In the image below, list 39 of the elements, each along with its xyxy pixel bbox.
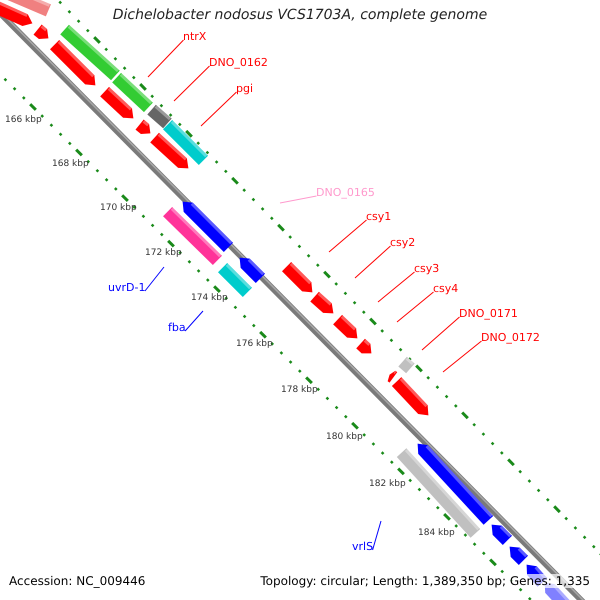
gene-label: ntrX [183, 30, 206, 43]
leader-line [148, 40, 184, 78]
position-label: 166 kbp [5, 115, 42, 126]
leader-line [328, 220, 367, 252]
position-label: 172 kbp [145, 248, 182, 259]
position-label: 178 kbp [281, 385, 318, 396]
leader-line [200, 92, 237, 126]
footer-text: Accession: NC_009446 [9, 574, 146, 588]
position-label: 168 kbp [52, 159, 89, 170]
leader-line [144, 266, 164, 292]
gene-label: csy4 [433, 282, 458, 295]
gene-label: DNO_0171 [459, 307, 518, 320]
gene-label: DNO_0165 [316, 186, 375, 199]
gene-label: uvrD-1 [108, 281, 146, 294]
leader-line [372, 520, 382, 550]
position-label: 170 kbp [100, 203, 137, 214]
position-label: 176 kbp [236, 339, 273, 350]
leader-line [184, 310, 204, 332]
leader-line [378, 272, 415, 302]
footer-text: Topology: circular; Length: 1,389,350 bp; Genes: 1,335 [260, 574, 590, 588]
gene-label: DNO_0172 [481, 331, 540, 344]
gene-label: vrlS [352, 540, 374, 553]
diagram-title: Dichelobacter nodosus VCS1703A, complete genome [112, 7, 488, 23]
gene-label: fba [168, 321, 186, 334]
leader-line [354, 246, 391, 278]
leader-line [174, 66, 210, 102]
gene-label: csy3 [414, 262, 440, 275]
gene-label: pgi [236, 82, 254, 95]
leader-line [442, 340, 482, 372]
gene-label: DNO_0162 [209, 56, 268, 69]
gene-label: csy1 [366, 210, 392, 223]
leader-line [422, 316, 460, 350]
leader-line [396, 292, 434, 322]
position-label: 180 kbp [326, 432, 363, 443]
leader-line [280, 196, 317, 204]
position-label: 174 kbp [191, 293, 228, 304]
gene-label: csy2 [390, 236, 416, 249]
position-label: 184 kbp [418, 528, 455, 539]
position-label: 182 kbp [369, 479, 406, 490]
